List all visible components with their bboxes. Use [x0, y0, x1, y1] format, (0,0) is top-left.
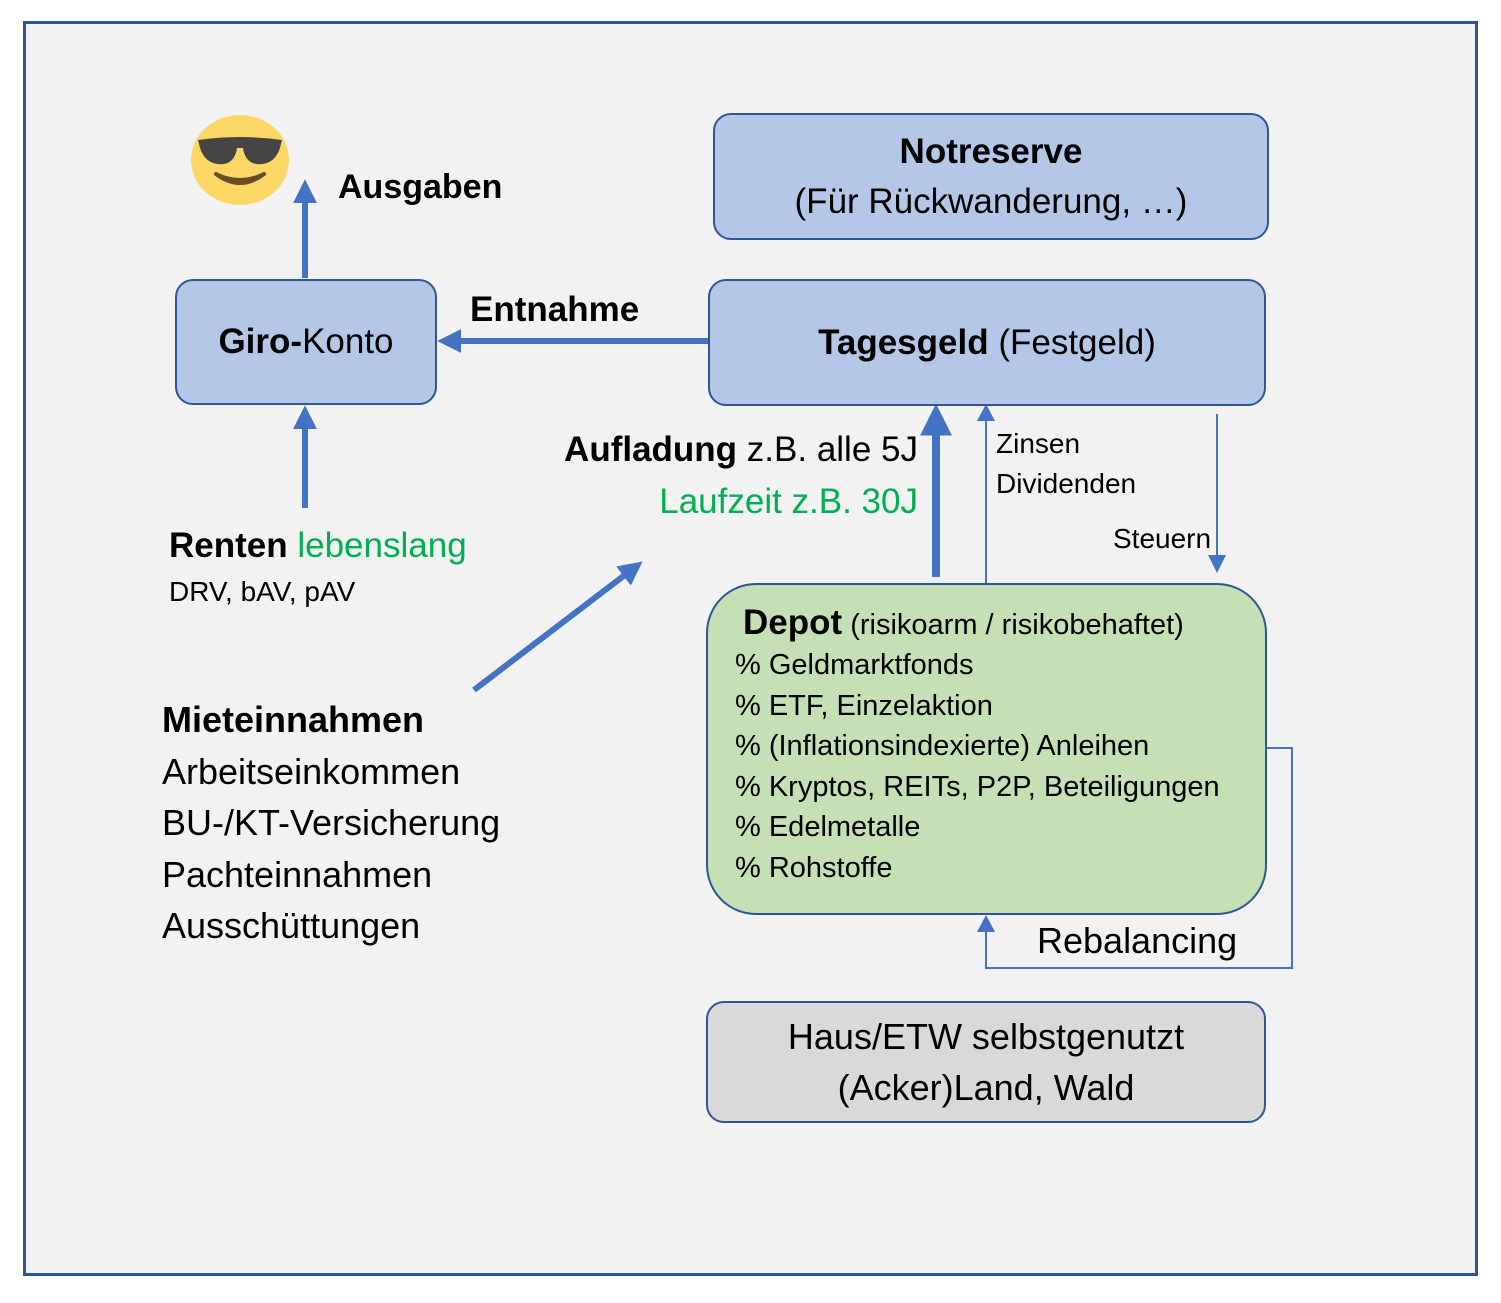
- aufladung-label: Aufladung z.B. alle 5J: [564, 430, 918, 470]
- depot-item: % ETF, Einzelaktion: [735, 689, 993, 722]
- income-item: Arbeitseinkommen: [162, 750, 461, 792]
- depot-box: Depot (risikoarm / risikobehaftet) % Gel…: [706, 583, 1267, 915]
- sunglasses-smiley-icon: [190, 114, 290, 206]
- giro-label-normal: Konto: [302, 322, 394, 361]
- tagesgeld-label-normal: (Festgeld): [988, 322, 1156, 362]
- renten-bold: Renten: [169, 526, 288, 565]
- depot-subtitle: (risikoarm / risikobehaftet): [842, 609, 1184, 641]
- depot-title: Depot: [743, 603, 843, 642]
- renten-lebenslang: lebenslang: [287, 526, 467, 565]
- zinsen-label: Zinsen: [996, 428, 1081, 459]
- property-line1: Haus/ETW selbstgenutzt: [787, 1016, 1185, 1057]
- depot-item: % Geldmarktfonds: [735, 649, 974, 681]
- giro-konto-box: Giro-Konto: [175, 279, 437, 405]
- depot-item: % Rohstoffe: [735, 851, 893, 884]
- giro-label-bold: Giro-: [218, 322, 303, 361]
- steuern-label: Steuern: [1113, 523, 1212, 554]
- aufladung-bold: Aufladung: [564, 430, 738, 469]
- ausgaben-label: Ausgaben: [338, 168, 503, 206]
- dividenden-label: Dividenden: [996, 468, 1137, 499]
- aufladung-normal: z.B. alle 5J: [737, 430, 918, 469]
- property-box: Haus/ETW selbstgenutzt (Acker)Land, Wald: [706, 1001, 1266, 1123]
- depot-item: % (Inflationsindexierte) Anleihen: [735, 730, 1150, 762]
- entnahme-label: Entnahme: [470, 290, 640, 329]
- income-item: Ausschüttungen: [162, 905, 421, 946]
- renten-sub-label: DRV, bAV, pAV: [169, 576, 356, 607]
- depot-item: % Edelmetalle: [735, 811, 921, 843]
- tagesgeld-box: Tagesgeld (Festgeld): [708, 279, 1266, 406]
- renten-label: Renten lebenslang: [169, 526, 467, 566]
- depot-item: % Kryptos, REITs, P2P, Beteiligungen: [735, 770, 1220, 803]
- notreserve-subtitle: (Für Rückwanderung, …): [794, 181, 1188, 221]
- income-item: BU-/KT-Versicherung: [162, 802, 501, 843]
- rebalancing-label: Rebalancing: [1037, 920, 1238, 961]
- notreserve-box: Notreserve (Für Rückwanderung, …): [713, 113, 1269, 240]
- notreserve-title: Notreserve: [899, 131, 1083, 171]
- income-list: Mieteinnahmen Arbeitseinkommen BU-/KT-Ve…: [162, 694, 500, 952]
- laufzeit-label: Laufzeit z.B. 30J: [659, 482, 918, 521]
- property-line2: (Acker)Land, Wald: [837, 1067, 1135, 1108]
- income-title: Mieteinnahmen: [162, 699, 425, 740]
- tagesgeld-label-bold: Tagesgeld: [818, 322, 989, 362]
- income-item: Pachteinnahmen: [162, 853, 433, 895]
